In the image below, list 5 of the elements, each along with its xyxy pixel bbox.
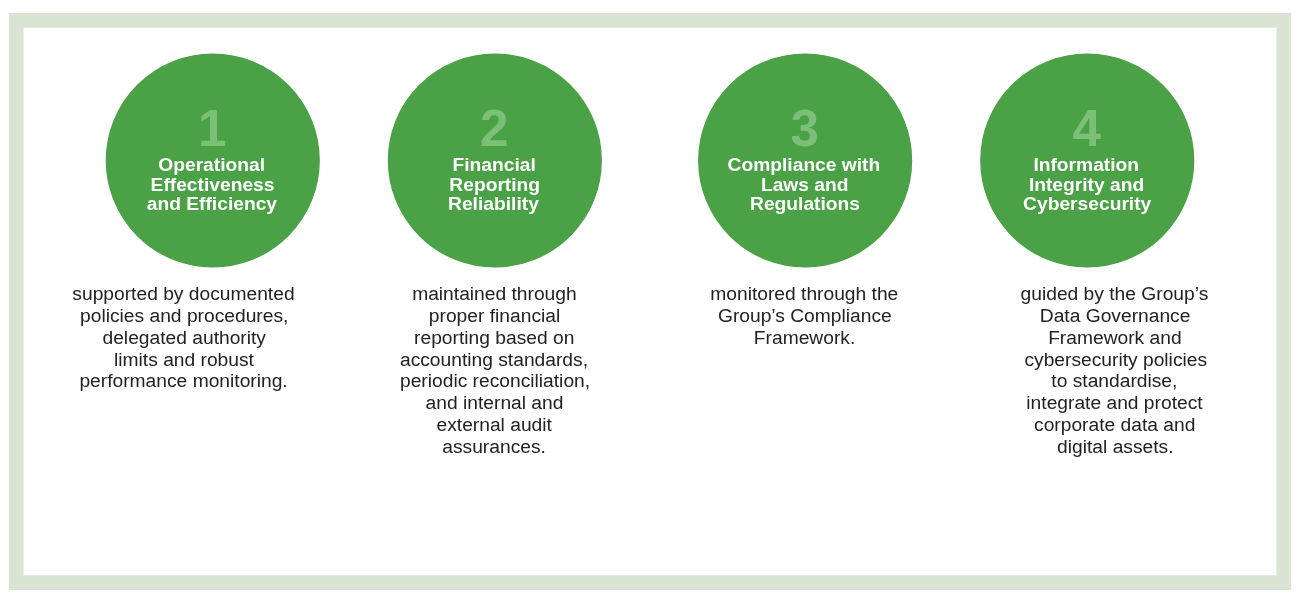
node-label: maintained through proper financial reporting based on accounting standards, periodic reconciliation, and internal and external audit assurances. (399, 283, 591, 457)
cluster (23, 27, 1277, 576)
node-label: monitored through the Group’s Compliance Framework. (710, 283, 899, 348)
node-label: guided by the Group’s Data Governance Framework and cybersecurity policies to standardise, integrate and protect corporate data and digital assets. (1020, 283, 1209, 457)
node-label: supported by documented policies and procedures, delegated authority limits and robust performance monitoring. (72, 283, 295, 392)
